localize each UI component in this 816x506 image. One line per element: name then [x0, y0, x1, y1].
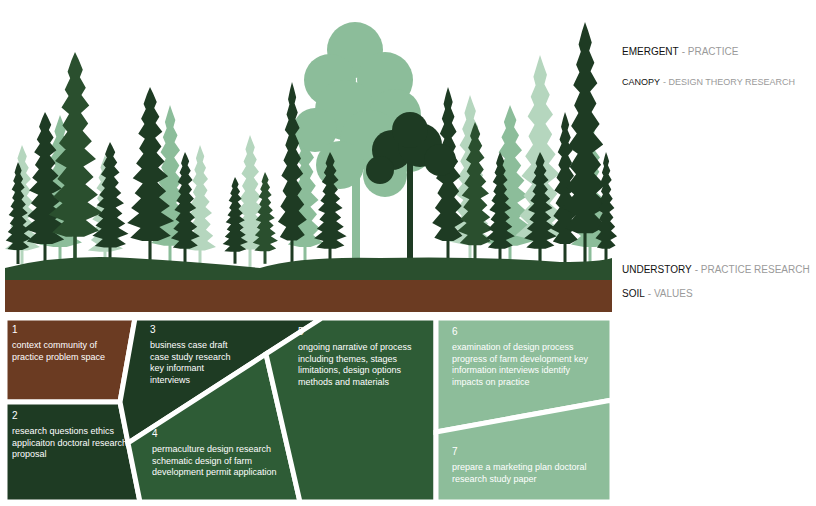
layer-label: EMERGENT- PRACTICE [622, 46, 738, 58]
tree-crown [127, 87, 174, 241]
layer-meaning: - PRACTICE [682, 46, 739, 57]
tree-crown [595, 152, 617, 249]
stage-panel: 6 examination of design process progress … [452, 326, 602, 388]
soil-band [5, 280, 612, 312]
panel-shape [5, 402, 140, 502]
stage-panel: 5 ongoing narrative of process including … [298, 326, 430, 388]
stage-panel: 4 permaculture design research schematic … [152, 428, 292, 479]
ground-mound [5, 257, 612, 282]
stage-description: ongoing narrative of process including t… [298, 342, 430, 388]
panel-shape [266, 318, 436, 502]
page-margin [0, 500, 816, 506]
tree-foliage [366, 156, 394, 184]
tree-crown [486, 152, 515, 249]
stage-panels [5, 318, 612, 502]
stage-description: research questions ethics applicaiton do… [12, 426, 128, 461]
stage-description: business case draft case study research … [150, 340, 245, 386]
tree-trunk [407, 150, 413, 265]
layer-name: EMERGENT [622, 46, 679, 57]
stage-description: prepare a marketing plan doctoral resear… [452, 462, 592, 485]
tree-foliage [392, 112, 428, 148]
tree-crown [524, 152, 556, 249]
tree-crown [457, 122, 493, 245]
tree-crown [6, 162, 31, 250]
panel-shape [5, 318, 135, 402]
stage-panel: 3 business case draft case study research… [150, 324, 245, 386]
stage-panel: 1 context community of practice problem s… [12, 324, 122, 363]
layer-name: CANOPY [622, 77, 660, 87]
stage-number: 5 [298, 326, 430, 338]
stage-panel: 7 prepare a marketing plan doctoral resea… [452, 446, 592, 485]
tree-crown [278, 82, 307, 240]
panel-shape [436, 400, 612, 502]
tree-crown [171, 152, 200, 249]
layer-meaning: - VALUES [648, 288, 693, 299]
layer-name: SOIL [622, 288, 645, 299]
tree-crown [314, 152, 346, 249]
layer-meaning: - DESIGN THEORY RESEARCH [663, 77, 795, 87]
layer-label: SOIL- VALUES [622, 288, 693, 300]
tree-crown [92, 142, 128, 248]
tree-foliage [424, 144, 456, 176]
stage-number: 1 [12, 324, 122, 336]
stage-number: 6 [452, 326, 602, 338]
background-trees [5, 22, 610, 269]
stage-description: permaculture design research schematic d… [152, 444, 292, 479]
stage-panel: 2 research questions ethics applicaiton d… [12, 410, 128, 461]
layer-label: UNDERSTORY- PRACTICE RESEARCH [622, 264, 810, 276]
layer-label: CANOPY- DESIGN THEORY RESEARCH [622, 76, 795, 88]
stage-number: 7 [452, 446, 592, 458]
stage-description: context community of practice problem sp… [12, 340, 122, 363]
tree-crown [49, 52, 103, 237]
stage-number: 4 [152, 428, 292, 440]
tree-crown [253, 172, 278, 251]
stage-number: 3 [150, 324, 245, 336]
tree-crown [223, 177, 248, 252]
stage-description: examination of design process progress o… [452, 342, 602, 388]
layer-name: UNDERSTORY [622, 264, 692, 275]
stage-number: 2 [12, 410, 128, 422]
foreground-trees [6, 22, 617, 267]
layer-meaning: - PRACTICE RESEARCH [695, 264, 810, 275]
